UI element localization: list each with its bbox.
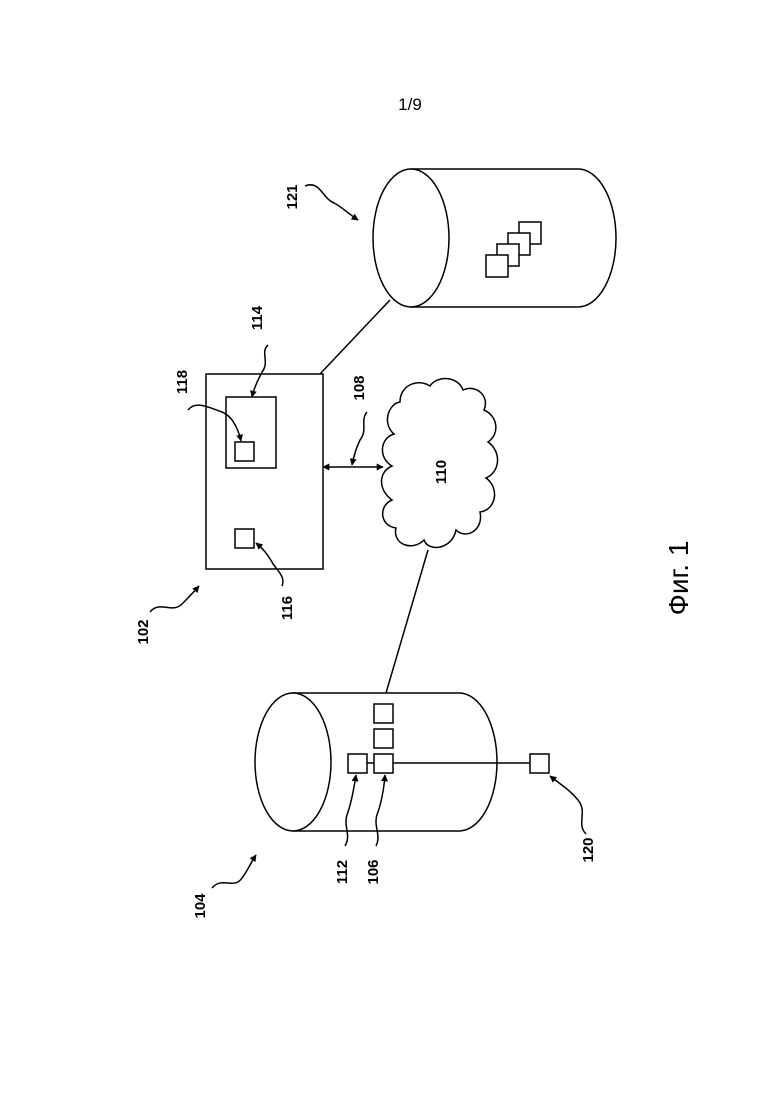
element-box-112 [348,754,367,773]
element-box-118 [235,442,254,461]
figure-caption: Фиг. 1 [663,541,694,616]
record-box [374,704,393,723]
page-number: 1/9 [398,95,422,114]
ref-label-112: 112 [334,860,351,884]
element-box-106 [374,754,393,773]
ref-label-121: 121 [284,184,301,209]
repository-cylinder-121 [373,169,616,307]
ref-label-106: 106 [365,859,382,884]
client-database-cylinder-104 [255,693,539,831]
leader-121 [305,185,358,220]
ref-label-102: 102 [135,619,152,644]
element-box-116 [235,529,254,548]
leader-108 [352,412,367,465]
leader-102 [150,586,199,612]
ref-label-116: 116 [279,596,296,620]
ref-label-104: 104 [192,893,209,919]
leader-104 [212,855,256,888]
cylinder-end-cap [255,693,331,831]
ref-label-120: 120 [580,837,597,862]
stored-item-box [486,255,508,277]
element-box-120 [530,754,549,773]
server-box-102 [206,374,323,569]
ref-label-114: 114 [249,305,266,330]
connector-cloud-to-client-database [386,550,428,693]
leader-120 [550,776,586,834]
ref-label-118: 118 [174,370,191,394]
ref-label-108: 108 [351,375,368,400]
ref-label-110: 110 [433,460,450,484]
cylinder-end-cap [373,169,449,307]
record-box [374,729,393,748]
connector-server-to-repository [320,300,390,374]
